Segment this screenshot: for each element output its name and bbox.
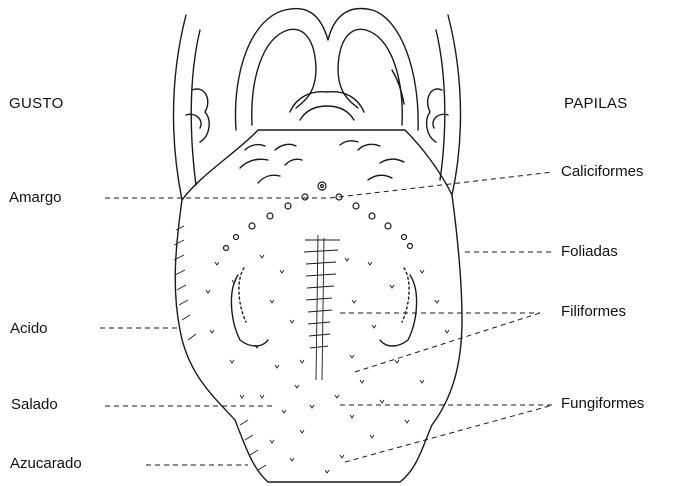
right-pillar-outer — [448, 15, 461, 195]
label-azucarado: Azucarado — [10, 455, 82, 473]
left-foliate-patch — [231, 275, 268, 346]
right-pillar-inner — [436, 30, 445, 180]
papilas-header: PAPILAS — [564, 95, 628, 113]
median-sulcus — [304, 235, 340, 380]
glottis-fold-inner — [300, 106, 354, 120]
left-pillar-inner — [191, 30, 200, 185]
label-acido: Acido — [10, 320, 48, 338]
left-pillar-outer — [174, 15, 187, 200]
label-filiformes: Filiformes — [561, 303, 626, 321]
left-inner-fold — [252, 29, 316, 125]
leader-fungiformes-2 — [345, 405, 553, 462]
glottis-fold — [290, 92, 364, 112]
left-shading — [174, 226, 266, 470]
gusto-header: GUSTO — [9, 95, 64, 113]
right-tonsil-2 — [433, 114, 448, 128]
epiglottis — [235, 9, 418, 130]
label-foliadas: Foliadas — [561, 243, 618, 261]
label-amargo: Amargo — [9, 189, 62, 207]
leader-lines — [100, 172, 553, 465]
label-salado: Salado — [11, 396, 58, 414]
right-foliate-patch — [380, 275, 417, 346]
tongue-outline — [175, 130, 462, 482]
left-tonsil-2 — [186, 114, 201, 128]
label-caliciformes: Caliciformes — [561, 163, 644, 181]
right-inner-fold — [338, 29, 402, 125]
label-fungiformes: Fungiformes — [561, 395, 644, 413]
